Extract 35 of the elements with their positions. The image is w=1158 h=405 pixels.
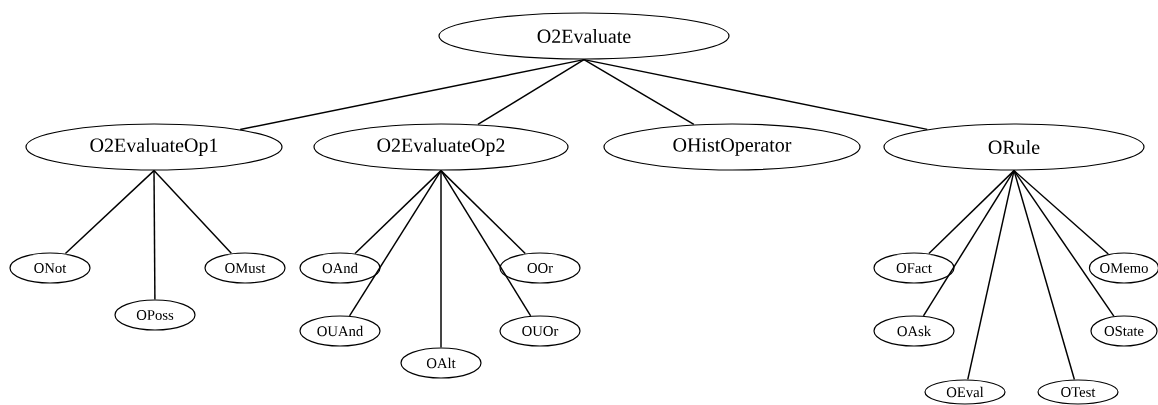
connector-line [348, 169, 442, 317]
connector-line [583, 58, 695, 126]
ellipse-node: OPoss [114, 299, 196, 331]
ellipse-node: OAnd [299, 252, 381, 284]
connector-line [153, 169, 233, 255]
connector-line [354, 169, 442, 255]
ellipse-node: ORule [883, 123, 1145, 171]
connector-line [583, 58, 928, 131]
ellipse-node: OAsk [873, 315, 955, 347]
connector-line [967, 169, 1015, 381]
connector-line [1013, 169, 1115, 317]
connector-line [153, 169, 156, 301]
ellipse-node: OUOr [499, 315, 581, 347]
connector-line [440, 169, 526, 255]
ellipse-node: OMust [204, 252, 286, 284]
ellipse-node: OState [1090, 315, 1158, 347]
ellipse-node: OOr [499, 252, 581, 284]
ellipse-node: OFact [873, 252, 955, 284]
connector-line [64, 169, 155, 255]
ellipse-node: O2EvaluateOp1 [25, 123, 283, 171]
connector-line [1013, 169, 1109, 255]
connector-line [440, 169, 532, 317]
ellipse-node: OEval [924, 379, 1006, 405]
ellipse-node: OUAnd [299, 315, 381, 347]
ellipse-node: ONot [9, 252, 91, 284]
ellipse-node: O2EvaluateOp2 [313, 123, 569, 171]
ellipse-node: OAlt [400, 347, 482, 379]
connector-line [928, 169, 1015, 255]
ellipse-node: OHistOperator [603, 123, 861, 171]
connector-line [239, 58, 585, 131]
ellipse-node: OTest [1037, 379, 1119, 405]
connector-line [440, 169, 442, 349]
connector-line [477, 58, 585, 126]
ellipse-node: O2Evaluate [438, 12, 730, 60]
connector-line [922, 169, 1015, 317]
